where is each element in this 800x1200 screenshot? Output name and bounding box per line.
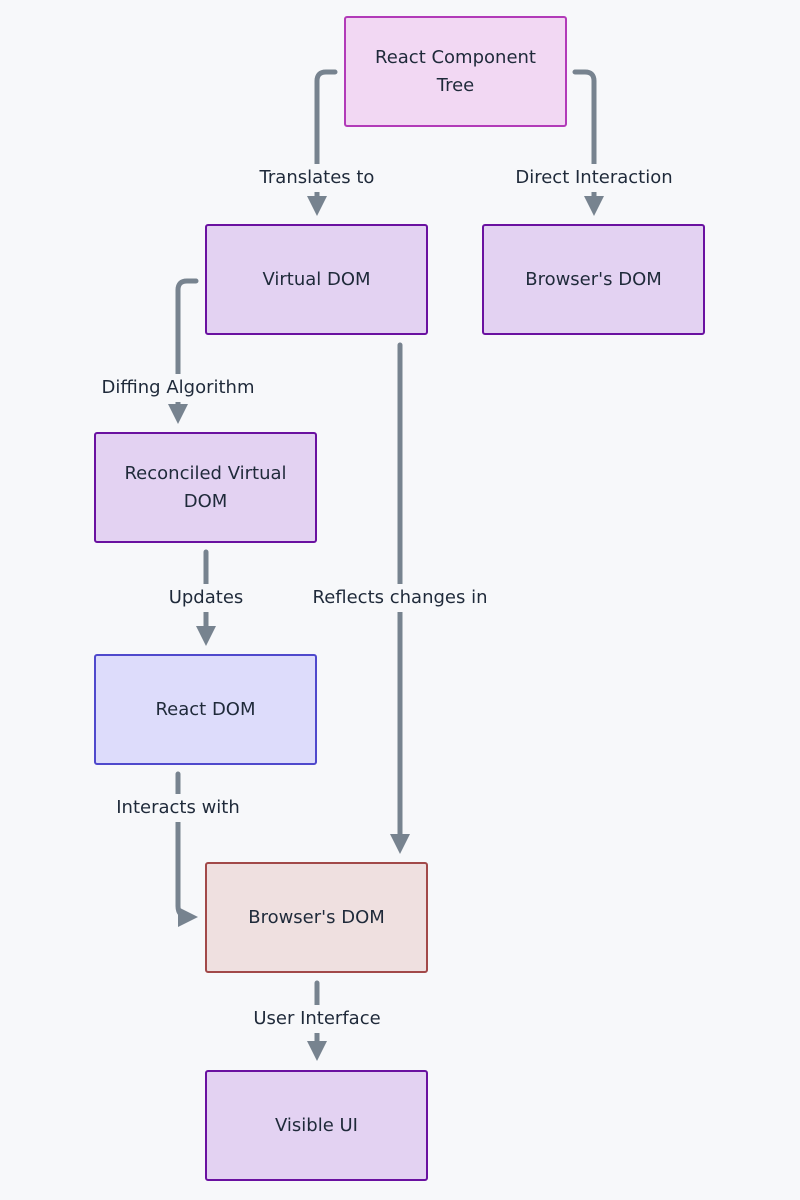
node-label: Virtual DOM xyxy=(262,268,371,290)
edge-label-user-interface: User Interface xyxy=(249,1005,385,1033)
edge-diffing-algorithm xyxy=(168,278,199,424)
node-label: React DOM xyxy=(155,698,256,720)
edge-label-updates: Updates xyxy=(164,584,248,612)
node-label: React Component Tree xyxy=(375,46,536,96)
node-reconciled-virtual-dom: Reconciled Virtual DOM xyxy=(94,432,317,543)
edge-label-interacts-with: Interacts with xyxy=(112,794,244,822)
node-virtual-dom: Virtual DOM xyxy=(205,224,428,335)
node-browsers-dom: Browser's DOM xyxy=(205,862,428,973)
edge-label-diffing-algorithm: Diffing Algorithm xyxy=(97,374,259,402)
node-react-component-tree: React Component Tree xyxy=(344,16,567,127)
node-label: Reconciled Virtual DOM xyxy=(124,462,287,512)
node-browsers-dom-direct: Browser's DOM xyxy=(482,224,705,335)
edge-direct-interaction xyxy=(572,69,604,216)
node-react-dom: React DOM xyxy=(94,654,317,765)
edge-interacts-with xyxy=(175,771,198,927)
node-label: Browser's DOM xyxy=(248,906,385,928)
node-visible-ui: Visible UI xyxy=(205,1070,428,1181)
edge-label-reflects-changes-in: Reflects changes in xyxy=(308,584,492,612)
node-label: Browser's DOM xyxy=(525,268,662,290)
edge-label-translates-to: Translates to xyxy=(255,164,379,192)
edge-label-direct-interaction: Direct Interaction xyxy=(511,164,677,192)
edge-translates-to xyxy=(307,69,338,216)
node-label: Visible UI xyxy=(274,1114,358,1136)
